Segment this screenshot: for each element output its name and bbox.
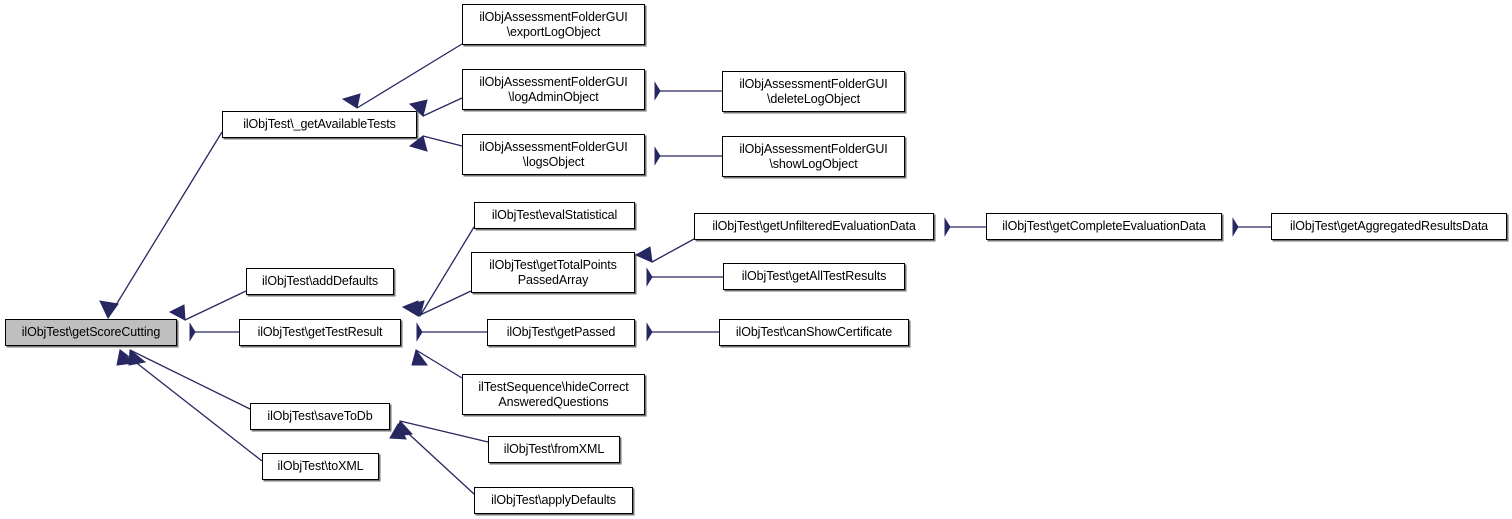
- graph-node-toXML[interactable]: ilObjTest\toXML: [262, 453, 379, 480]
- graph-node-applyDefaults[interactable]: ilObjTest\applyDefaults: [474, 487, 633, 514]
- graph-node-saveToDb[interactable]: ilObjTest\saveToDb: [250, 403, 390, 430]
- graph-node-label: ilObjTest\getScoreCutting: [21, 325, 161, 340]
- graph-node-getAvailableTests[interactable]: ilObjTest\_getAvailableTests: [222, 111, 417, 138]
- graph-node-label: ilObjTest\evalStatistical: [491, 208, 618, 223]
- edge-hideCorrectAnsweredQuestions-to-getTestResult: [411, 348, 463, 379]
- graph-node-label: ilObjTest\getPassed: [506, 325, 616, 340]
- graph-node-label: ilObjTest\toXML: [277, 459, 364, 474]
- edge-showLogObject-to-logsObject: [654, 146, 722, 166]
- graph-node-label: ilObjTest\saveToDb: [267, 409, 373, 424]
- graph-node-label: ilObjTest\fromXML: [503, 442, 605, 457]
- graph-node-getAllTestResults[interactable]: ilObjTest\getAllTestResults: [723, 263, 905, 290]
- graph-node-addDefaults[interactable]: ilObjTest\addDefaults: [246, 268, 394, 295]
- graph-node-getCompleteEvaluationData[interactable]: ilObjTest\getCompleteEvaluationData: [986, 213, 1222, 240]
- graph-node-label: ilObjTest\getTotalPoints PassedArray: [489, 258, 617, 287]
- edge-toXML-to-getScoreCutting: [116, 348, 263, 462]
- edge-addDefaults-to-getScoreCutting: [168, 290, 247, 321]
- graph-node-label: ilObjTest\getAllTestResults: [741, 269, 887, 284]
- graph-node-fromXML[interactable]: ilObjTest\fromXML: [488, 436, 620, 463]
- edge-deleteLogObject-to-logAdminObject: [654, 81, 722, 101]
- edge-logsObject-to-getAvailableTests: [408, 135, 463, 152]
- edge-logAdminObject-to-getAvailableTests: [408, 97, 463, 117]
- graph-node-label: ilObjAssessmentFolderGUI \logsObject: [479, 140, 628, 169]
- graph-node-label: ilObjTest\getAggregatedResultsData: [1289, 219, 1489, 234]
- edge-getAggregatedResultsData-to-getCompleteEvaluationData: [1232, 217, 1271, 237]
- graph-node-label: ilObjTest\getUnfilteredEvaluationData: [712, 219, 916, 234]
- graph-node-label: ilObjTest\getCompleteEvaluationData: [1002, 219, 1206, 234]
- graph-node-getTotalPointsPassedArray[interactable]: ilObjTest\getTotalPoints PassedArray: [471, 252, 635, 293]
- graph-node-label: ilObjAssessmentFolderGUI \deleteLogObjec…: [739, 77, 888, 106]
- graph-node-getScoreCutting[interactable]: ilObjTest\getScoreCutting: [5, 319, 177, 346]
- graph-node-getUnfilteredEvaluationData[interactable]: ilObjTest\getUnfilteredEvaluationData: [694, 213, 934, 240]
- edge-getAvailableTests-to-getScoreCutting: [99, 131, 223, 319]
- graph-node-label: ilObjTest\applyDefaults: [491, 493, 616, 508]
- edge-getUnfilteredEvaluationData-to-getTotalPointsPassedArray: [634, 238, 695, 263]
- edge-getTotalPointsPassedArray-to-getTestResult: [401, 290, 472, 317]
- edge-fromXML-to-saveToDb: [395, 419, 489, 443]
- graph-node-label: ilObjAssessmentFolderGUI \logAdminObject: [479, 75, 628, 104]
- edge-saveToDb-to-getScoreCutting: [128, 349, 251, 410]
- graph-node-label: ilObjTest\addDefaults: [261, 274, 378, 289]
- graph-node-getTestResult[interactable]: ilObjTest\getTestResult: [239, 319, 401, 346]
- graph-node-canShowCertificate[interactable]: ilObjTest\canShowCertificate: [719, 319, 909, 346]
- graph-node-label: ilObjTest\canShowCertificate: [735, 325, 893, 340]
- graph-node-getPassed[interactable]: ilObjTest\getPassed: [487, 319, 635, 346]
- edge-getPassed-to-getTestResult: [416, 322, 487, 342]
- edge-getCompleteEvaluationData-to-getUnfilteredEvaluationData: [944, 217, 986, 237]
- graph-node-label: ilTestSequence\hideCorrect AnsweredQuest…: [478, 380, 629, 409]
- graph-node-evalStatistical[interactable]: ilObjTest\evalStatistical: [474, 202, 635, 229]
- graph-node-deleteLogObject[interactable]: ilObjAssessmentFolderGUI \deleteLogObjec…: [722, 71, 905, 112]
- graph-node-logAdminObject[interactable]: ilObjAssessmentFolderGUI \logAdminObject: [462, 69, 645, 110]
- edge-getTestResult-to-getScoreCutting: [189, 322, 239, 342]
- graph-node-label: ilObjAssessmentFolderGUI \exportLogObjec…: [479, 10, 628, 39]
- graph-node-logsObject[interactable]: ilObjAssessmentFolderGUI \logsObject: [462, 134, 645, 175]
- graph-node-getAggregatedResultsData[interactable]: ilObjTest\getAggregatedResultsData: [1271, 213, 1507, 240]
- graph-node-exportLogObject[interactable]: ilObjAssessmentFolderGUI \exportLogObjec…: [462, 4, 645, 45]
- edge-exportLogObject-to-getAvailableTests: [341, 43, 463, 109]
- graph-node-label: ilObjTest\_getAvailableTests: [243, 117, 396, 132]
- edge-canShowCertificate-to-getPassed: [646, 322, 719, 342]
- edge-getAllTestResults-to-getTotalPointsPassedArray: [646, 267, 723, 287]
- graph-node-label: ilObjAssessmentFolderGUI \showLogObject: [739, 142, 888, 171]
- graph-node-showLogObject[interactable]: ilObjAssessmentFolderGUI \showLogObject: [722, 136, 905, 177]
- graph-node-hideCorrectAnsweredQuestions[interactable]: ilTestSequence\hideCorrect AnsweredQuest…: [462, 374, 645, 415]
- edge-applyDefaults-to-saveToDb: [389, 422, 475, 495]
- graph-node-label: ilObjTest\getTestResult: [257, 325, 383, 340]
